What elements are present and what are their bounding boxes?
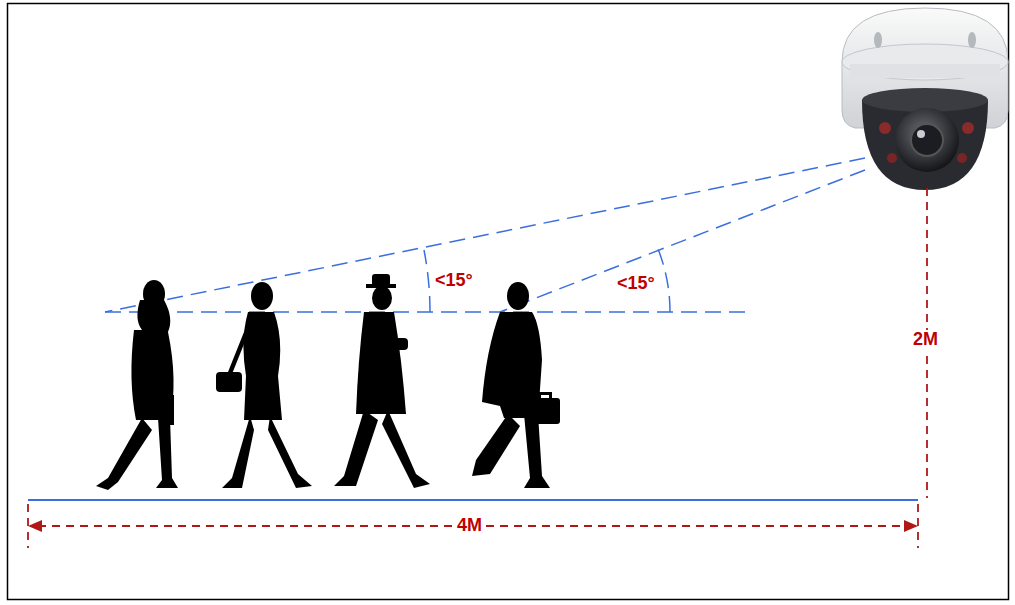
angle-label: <15° (615, 274, 657, 294)
angle-label: <15° (433, 271, 475, 291)
frame (8, 4, 1009, 600)
dimension-lines (28, 188, 927, 548)
sight-lines (105, 158, 865, 312)
ground-line (28, 499, 918, 501)
dome-camera (842, 8, 1008, 190)
width-dimension: 4M (455, 516, 484, 536)
height-dimension: 2M (911, 330, 940, 350)
people-silhouettes (96, 274, 560, 490)
